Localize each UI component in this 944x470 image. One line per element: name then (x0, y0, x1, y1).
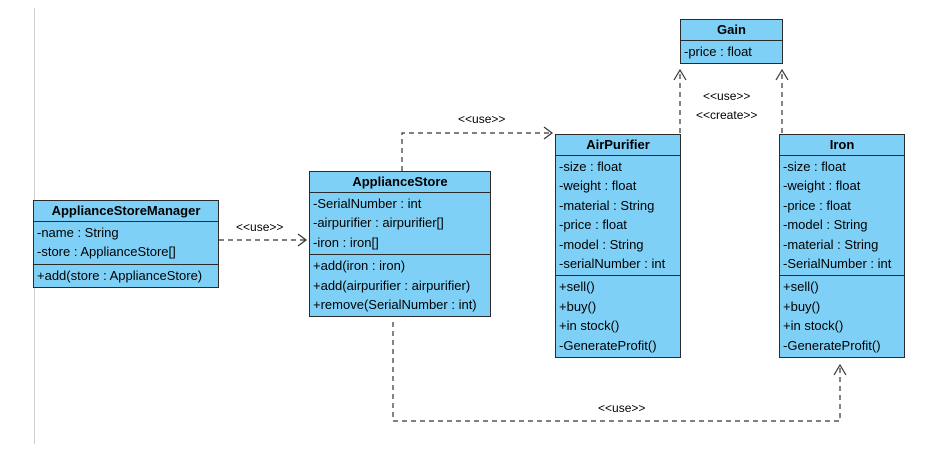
edge-label-store-airpurifier: <<use>> (458, 112, 506, 126)
attribute: -size : float (783, 159, 846, 174)
attribute: -weight : float (559, 178, 637, 194)
edge-label-gain-create: <<create>> (696, 108, 758, 122)
edge-label-store-iron: <<use>> (598, 401, 646, 415)
class-appliance-store-manager[interactable]: ApplianceStoreManager -name : String -st… (33, 200, 219, 289)
operation: +buy() (559, 298, 597, 314)
edge-label-manager-store: <<use>> (236, 220, 284, 234)
arrowhead-iron (833, 363, 847, 376)
operation: +sell() (559, 279, 595, 295)
operation: +add(iron : iron) (313, 258, 406, 274)
attribute: -price : float (559, 217, 627, 233)
attribute: -SerialNumber : int (313, 196, 422, 211)
attribute: -serialNumber : int (559, 256, 666, 272)
edge-store-airpurifier (401, 132, 552, 171)
operation: +add(airpurifier : airpurifier) (313, 277, 471, 293)
attribute: -material : String (783, 236, 879, 252)
edge-store-iron (392, 322, 841, 422)
attribute: -model : String (559, 236, 644, 252)
operation: +remove(SerialNumber : int) (313, 297, 477, 313)
edge-label-gain-use: <<use>> (703, 89, 751, 103)
class-title: ApplianceStore (310, 172, 490, 193)
attribute: -model : String (783, 217, 868, 233)
class-gain[interactable]: Gain -price : float (680, 19, 783, 65)
operation: -GenerateProfit() (559, 337, 657, 353)
operation: -GenerateProfit() (783, 337, 881, 353)
class-air-purifier[interactable]: AirPurifier -size : float -weight : floa… (555, 134, 681, 359)
attribute: -price : float (684, 44, 752, 59)
class-title: Gain (681, 20, 782, 41)
attribute: -name : String (37, 225, 119, 240)
attribute: -SerialNumber : int (783, 256, 892, 272)
class-title: ApplianceStoreManager (34, 201, 218, 222)
operation: +buy() (783, 298, 821, 314)
class-title: AirPurifier (556, 135, 680, 156)
class-iron[interactable]: Iron -size : float -weight : float -pric… (779, 134, 905, 359)
class-appliance-store[interactable]: ApplianceStore -SerialNumber : int -airp… (309, 171, 491, 318)
arrowhead-store (297, 233, 307, 247)
operation: +in stock() (783, 318, 844, 334)
attribute: -airpurifier : airpurifier[] (313, 215, 444, 231)
attribute: -store : ApplianceStore[] (37, 244, 176, 260)
arrowhead-airpurifier (543, 126, 553, 140)
arrowhead-gain-left (673, 68, 687, 81)
attribute: -weight : float (783, 178, 861, 194)
operation: +add(store : ApplianceStore) (37, 267, 203, 283)
class-title: Iron (780, 135, 904, 156)
attribute: -price : float (783, 197, 851, 213)
attribute: -material : String (559, 197, 655, 213)
attribute: -iron : iron[] (313, 234, 379, 250)
arrowhead-gain-right (775, 68, 789, 81)
operation: +in stock() (559, 318, 620, 334)
attribute: -size : float (559, 159, 622, 174)
operation: +sell() (783, 279, 819, 295)
